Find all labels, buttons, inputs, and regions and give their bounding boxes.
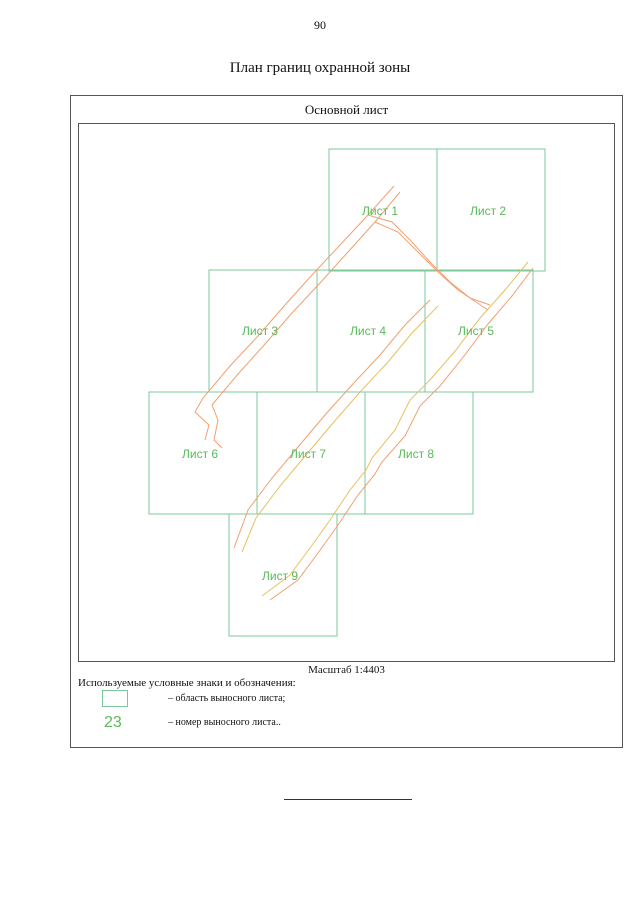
sheet-label-1: Лист 1: [362, 204, 398, 218]
protection-zone-outline: [194, 185, 534, 601]
signature-line: [284, 799, 412, 800]
zone-outline-right-a: [261, 261, 529, 597]
page-number: 90: [314, 18, 326, 32]
sheet-label-3: Лист 3: [242, 324, 278, 338]
map-scale: Масштаб 1:4403: [308, 664, 385, 676]
zone-outline-middle-b: [241, 305, 439, 553]
zone-outline-upper-b: [211, 191, 401, 449]
sheet-label-6: Лист 6: [182, 447, 218, 461]
zone-outline-right-b: [269, 267, 534, 601]
legend-title: Используемые условные знаки и обозначени…: [78, 677, 296, 689]
sheet-area-9: [228, 513, 338, 637]
legend-sheet-area-text: – область выносного листа;: [168, 693, 286, 704]
legend-sheet-area-symbol: [102, 690, 128, 707]
sheet-label-7: Лист 7: [290, 447, 326, 461]
legend-sheet-number-text: – номер выносного листа..: [168, 717, 281, 728]
zone-outline-junction: [367, 214, 491, 306]
zone-outline-middle-a: [233, 299, 431, 549]
sheet-grid: [148, 148, 546, 637]
zone-outline-upper-a: [194, 185, 395, 441]
sheet-area-8: [364, 391, 474, 515]
sheet-label-9: Лист 9: [262, 569, 298, 583]
zone-outline-junction-b: [374, 221, 489, 311]
sheet-area-2: [436, 148, 546, 272]
sheet-label-2: Лист 2: [470, 204, 506, 218]
sheet-label-8: Лист 8: [398, 447, 434, 461]
sheet-label-5: Лист 5: [458, 324, 494, 338]
sheet-title: Основной лист: [304, 102, 389, 117]
legend-sheet-number-symbol: 23: [104, 714, 122, 731]
plan-frame: [70, 95, 623, 748]
sheet-area-5: [424, 269, 534, 393]
document-title: План границ охранной зоны: [229, 60, 411, 76]
map-frame: [78, 123, 615, 662]
sheet-label-4: Лист 4: [350, 324, 386, 338]
sheet-labels: Лист 1 Лист 2 Лист 3 Лист 4 Лист 5 Лист …: [182, 204, 506, 583]
